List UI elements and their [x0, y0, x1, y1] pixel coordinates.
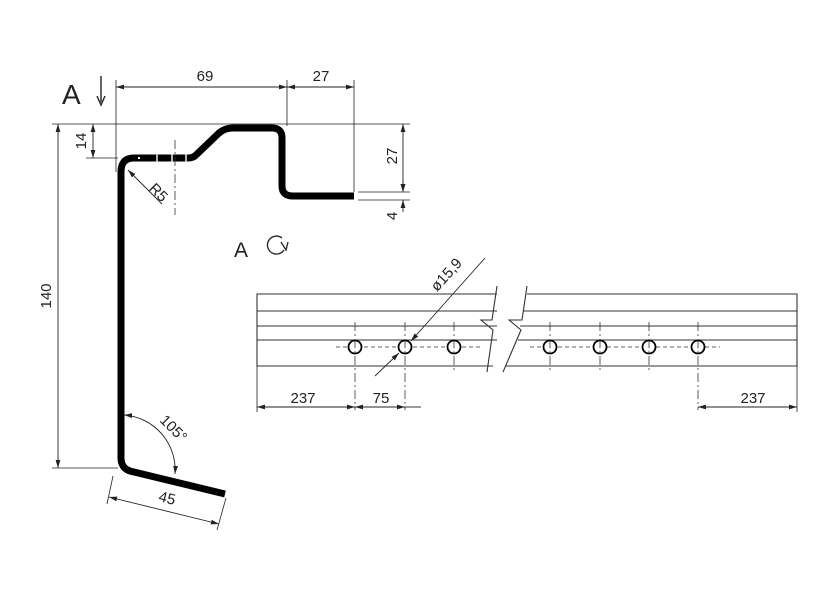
dim-line-45	[108, 496, 220, 525]
profile-view: 69 27 14 27 4 R5 140 105° 45	[38, 68, 410, 531]
rotate-icon	[266, 235, 289, 255]
down-arrow-icon	[96, 76, 106, 107]
ext-line	[106, 475, 114, 505]
view-a: A	[234, 235, 798, 412]
dim-label-69: 69	[197, 68, 214, 85]
hole-centerlines	[354, 322, 699, 410]
section-label: A	[62, 79, 81, 110]
dim-line-diameter	[410, 257, 486, 342]
dim-label-140: 140	[38, 283, 55, 308]
dim-label-27v: 27	[384, 148, 401, 165]
dim-label-237-right: 237	[740, 390, 765, 407]
dim-arc-105	[123, 413, 179, 475]
dim-label-4: 4	[384, 212, 401, 220]
rail-right	[502, 285, 798, 373]
dim-label-237-left: 237	[290, 390, 315, 407]
dim-line-r5	[127, 169, 163, 205]
dim-label-diameter: ø15,9	[428, 255, 466, 295]
dim-label-75: 75	[373, 390, 390, 407]
profile-outline	[117, 124, 354, 498]
rail-left	[256, 285, 498, 373]
dim-label-14: 14	[73, 133, 90, 150]
dim-label-27h: 27	[313, 68, 330, 85]
dim-label-105: 105°	[156, 412, 190, 446]
ext-line	[216, 497, 227, 531]
holes	[347, 339, 706, 355]
dim-label-r5: R5	[145, 180, 171, 206]
view-label: A	[234, 239, 248, 262]
dim-label-45: 45	[157, 488, 177, 509]
